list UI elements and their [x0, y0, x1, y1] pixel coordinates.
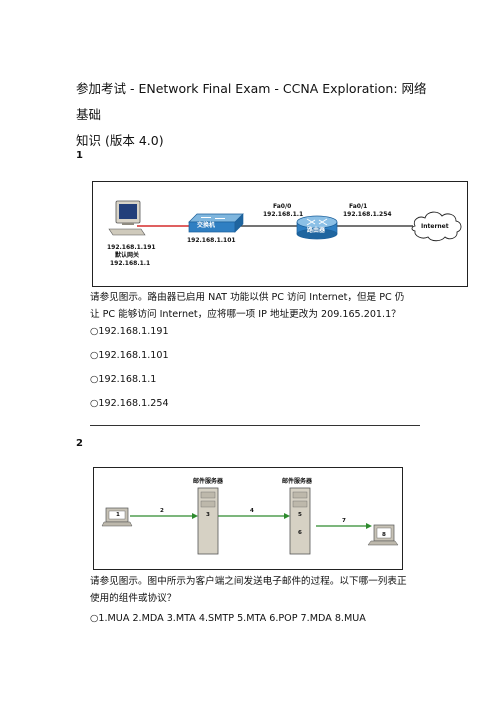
radio-icon[interactable]: ○ — [90, 398, 99, 409]
question-2-text: 请参见图示。图中所示为客户端之间发送电子邮件的过程。以下哪一列表正 使用的组件或… — [90, 573, 407, 607]
step-label: 6 — [298, 530, 302, 536]
answer-option[interactable]: ○1.MUA 2.MDA 3.MTA 4.SMTP 5.MTA 6.POP 7.… — [90, 613, 366, 625]
document-title: 参加考试 - ENetwork Final Exam - CCNA Explor… — [76, 76, 436, 154]
mail-server-1-icon — [197, 487, 219, 555]
title-line-2: 知识 (版本 4.0) — [76, 133, 164, 148]
switch-icon — [188, 213, 244, 233]
router-icon — [296, 215, 338, 240]
radio-icon[interactable]: ○ — [90, 374, 99, 385]
fa00-label: Fa0/0 — [273, 203, 292, 210]
question-number: 1 — [76, 150, 83, 161]
option-label: 192.168.1.191 — [98, 326, 169, 337]
step-label: 1 — [116, 512, 120, 518]
internet-label: Internet — [421, 223, 449, 230]
answer-option[interactable]: ○192.168.1.1 — [90, 374, 156, 386]
answer-option[interactable]: ○192.168.1.191 — [90, 326, 169, 338]
answer-option[interactable]: ○192.168.1.254 — [90, 398, 169, 410]
internet-cloud-icon — [411, 211, 462, 242]
step-label: 3 — [206, 512, 210, 518]
email-flow-diagram — [101, 487, 399, 555]
step-label: 8 — [382, 532, 386, 538]
title-line-1: 参加考试 - ENetwork Final Exam - CCNA Explor… — [76, 81, 427, 122]
question-number: 2 — [76, 438, 83, 449]
option-label: 192.168.1.101 — [98, 350, 169, 361]
radio-icon[interactable]: ○ — [90, 350, 99, 361]
fa01-ip-label: 192.168.1.254 — [343, 211, 392, 218]
question-1-text: 请参见图示。路由器已启用 NAT 功能以供 PC 访问 Internet，但是 … — [90, 289, 404, 323]
mail-server-2-label: 邮件服务器 — [282, 478, 313, 485]
option-label: 1.MUA 2.MDA 3.MTA 4.SMTP 5.MTA 6.POP 7.M… — [98, 613, 366, 624]
step-label: 7 — [342, 518, 346, 524]
network-topology-figure: 192.168.1.191 默认网关 192.168.1.1 交换机 192.1… — [92, 181, 468, 287]
step-label: 5 — [298, 512, 302, 518]
answer-option[interactable]: ○192.168.1.101 — [90, 350, 169, 362]
question-text-line: 请参见图示。图中所示为客户端之间发送电子邮件的过程。以下哪一列表正 — [90, 576, 407, 587]
mail-server-1-label: 邮件服务器 — [193, 478, 224, 485]
pc-ip-label: 192.168.1.191 — [107, 244, 156, 251]
router-label: 路由器 — [307, 227, 326, 234]
question-divider — [90, 425, 420, 426]
mail-server-2-icon — [289, 487, 311, 555]
topology-diagram — [108, 200, 462, 242]
email-flow-figure: 邮件服务器 邮件服务器 1 2 3 4 5 6 7 8 — [93, 467, 403, 570]
radio-icon[interactable]: ○ — [90, 613, 99, 624]
switch-label: 交换机 — [197, 222, 216, 229]
option-label: 192.168.1.1 — [98, 374, 157, 385]
step-label: 4 — [250, 508, 254, 514]
pc-gateway-caption: 默认网关 — [115, 252, 140, 259]
question-text-line: 请参见图示。路由器已启用 NAT 功能以供 PC 访问 Internet，但是 … — [90, 292, 405, 303]
radio-icon[interactable]: ○ — [90, 326, 99, 337]
switch-ip-label: 192.168.1.101 — [187, 237, 236, 244]
client-left-icon — [101, 507, 133, 527]
question-text-line: 让 PC 能够访问 Internet，应将哪一项 IP 地址更改为 209.16… — [90, 309, 401, 320]
step-label: 2 — [160, 508, 164, 514]
fa01-label: Fa0/1 — [349, 203, 368, 210]
client-right-icon — [367, 524, 399, 546]
option-label: 192.168.1.254 — [98, 398, 169, 409]
question-text-line: 使用的组件或协议？ — [90, 593, 177, 604]
pc-icon — [108, 200, 146, 236]
pc-gateway-ip: 192.168.1.1 — [110, 260, 151, 267]
fa00-ip-label: 192.168.1.1 — [263, 211, 304, 218]
